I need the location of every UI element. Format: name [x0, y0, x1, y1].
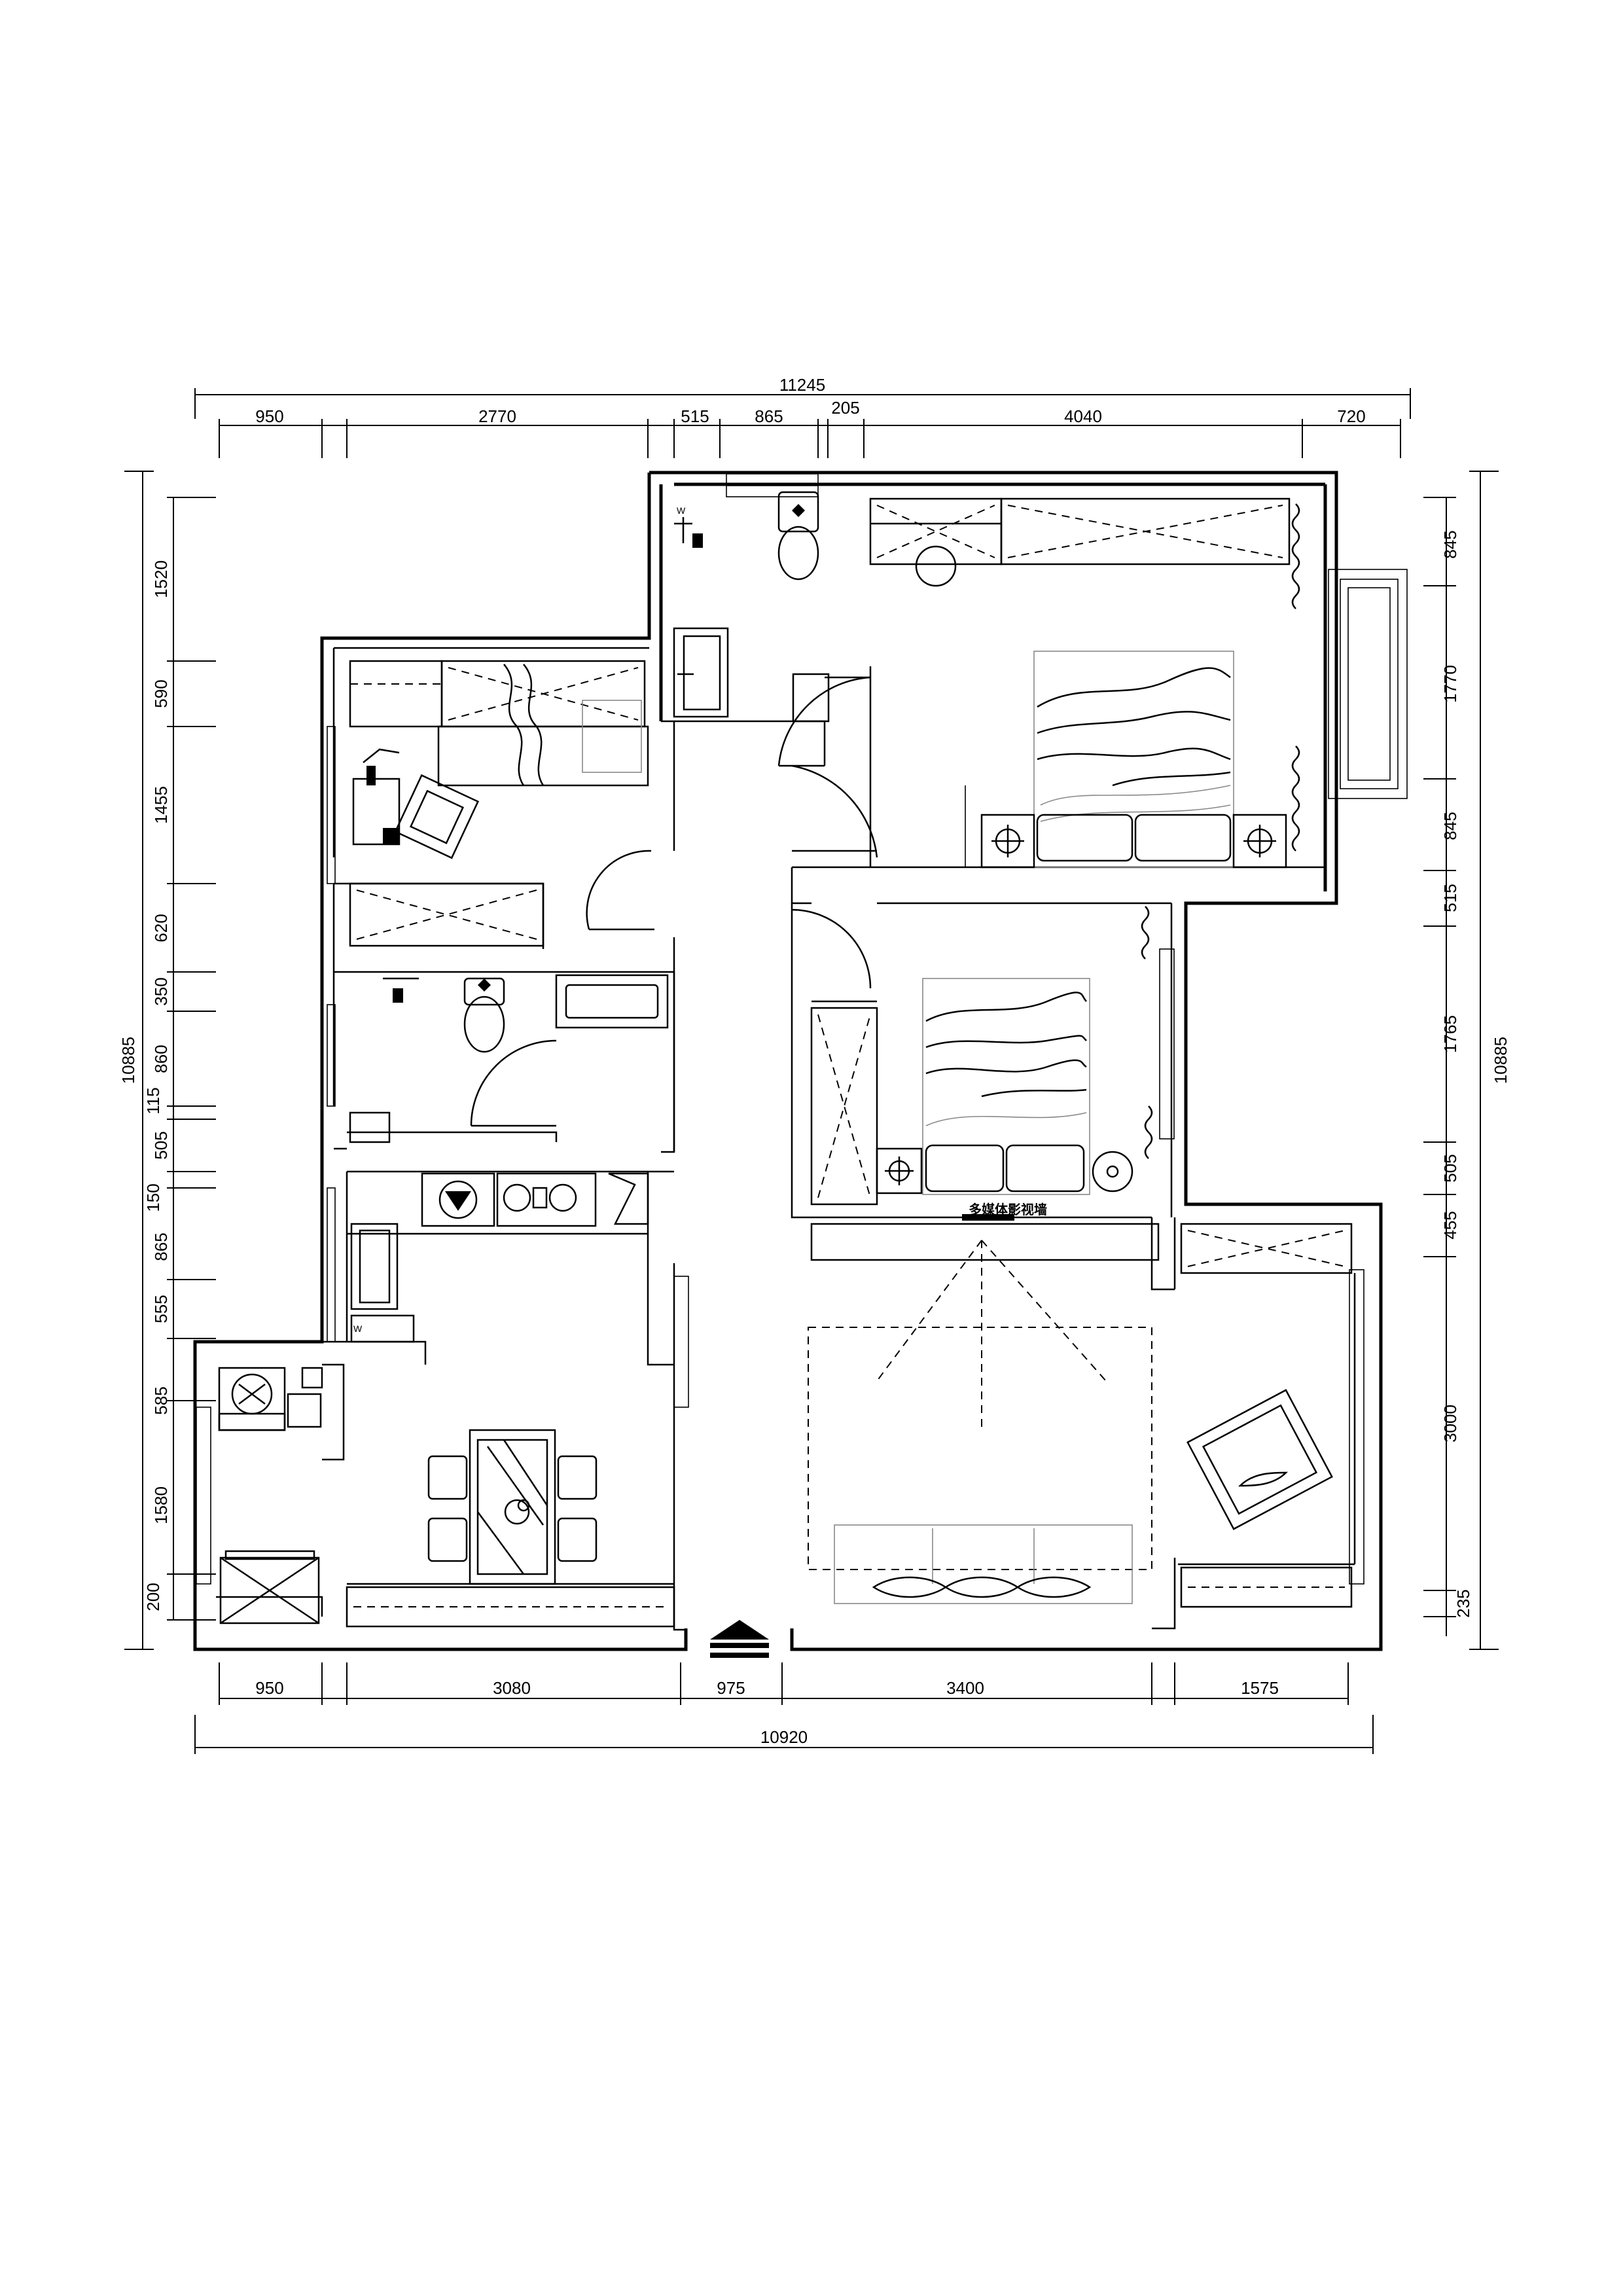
curtain-top: [1291, 503, 1300, 609]
faucet-icon-2: [383, 977, 419, 1003]
range-hood-icon: [421, 1172, 495, 1227]
dim-right-4: 515: [1440, 884, 1460, 912]
washing-machine-icon: [218, 1367, 286, 1431]
dim-top-6: 4040: [1064, 406, 1102, 426]
fridge-icon: [350, 1223, 399, 1310]
nightstand-right: [1232, 814, 1287, 869]
kitchen: W: [218, 1172, 675, 1628]
faucet-icon: [674, 517, 703, 548]
vanity-icon: [555, 974, 669, 1029]
dim-right-8: 3000: [1440, 1405, 1460, 1443]
dim-left-6: 860: [151, 1045, 171, 1073]
desk-chair-icon: [394, 774, 480, 859]
entrance-arrow-icon: [710, 1620, 769, 1658]
dim-left-2: 590: [151, 679, 171, 708]
dim-bottom-2: 3080: [493, 1678, 531, 1698]
dim-bottom-1: 950: [255, 1678, 283, 1698]
study-room: [349, 660, 649, 947]
second-bathroom: [349, 974, 669, 1143]
wardrobe-1: [869, 497, 1003, 565]
dim-left-9: 150: [143, 1183, 163, 1211]
sink-icon: [673, 627, 729, 718]
nightstand-3: [876, 1147, 923, 1194]
stool-icon: [915, 545, 957, 587]
dim-top-7: 720: [1337, 406, 1365, 426]
curtain-2-bottom: [1144, 1105, 1153, 1159]
master-bedroom: [869, 497, 1300, 869]
dim-left-4: 620: [151, 914, 171, 942]
dining-chairs: [427, 1455, 597, 1562]
dim-left-12: 585: [151, 1386, 171, 1414]
dim-left-13: 1580: [151, 1486, 171, 1524]
washer-mark-2: W: [353, 1323, 363, 1334]
double-bed-2: [922, 978, 1090, 1195]
dimension-top: 11245 950 2770 515 865 205 4040 720: [194, 375, 1411, 458]
dining-table: [469, 1429, 556, 1585]
interior-walls: [216, 647, 1356, 1631]
dim-bottom-4: 3400: [946, 1678, 984, 1698]
curtain-bottom: [1291, 745, 1300, 852]
dim-top-1: 950: [255, 406, 283, 426]
dim-right-overall: 10885: [1491, 1037, 1510, 1084]
wardrobe-3: [810, 1007, 878, 1206]
dim-left-8: 505: [151, 1131, 171, 1159]
toilet-icon: [777, 491, 819, 581]
dim-bottom-5: 1575: [1241, 1678, 1279, 1698]
dim-bottom-overall: 10920: [760, 1727, 808, 1747]
dim-left-10: 865: [151, 1232, 171, 1261]
single-bed: [437, 664, 649, 787]
dim-top-2: 2770: [478, 406, 516, 426]
stove-icon: [496, 1172, 597, 1227]
cabinet-living-bottom: [1180, 1566, 1353, 1608]
dim-right-6: 505: [1440, 1154, 1460, 1182]
double-bed: [1033, 651, 1234, 868]
cabinet-living-top: [1180, 1223, 1353, 1274]
wardrobe-2: [1000, 497, 1291, 565]
nightstand-left: [980, 814, 1035, 869]
wardrobe-4: [440, 660, 646, 728]
desk-lamp-icon: [363, 748, 400, 785]
dim-left-7: 115: [143, 1087, 163, 1114]
master-bathroom: W: [673, 491, 830, 723]
cabinet-bottom: [346, 1586, 675, 1628]
dim-right-5: 1765: [1440, 1015, 1460, 1053]
second-bedroom: 多媒体影视墙: [810, 906, 1153, 1221]
armchair: [1186, 1389, 1333, 1530]
dim-left-1: 1520: [151, 560, 171, 598]
washer-mark-1: W: [677, 505, 686, 516]
storage-box-icon: [219, 1550, 320, 1624]
sofa: [834, 1524, 1133, 1604]
dimension-bottom: 950 3080 975 3400 1575 10920: [194, 1662, 1374, 1754]
dim-top-overall: 11245: [779, 375, 825, 395]
curtain-2-top: [1141, 906, 1150, 960]
doors: [470, 676, 878, 1127]
dim-top-4: 865: [755, 406, 783, 426]
dim-left-14: 200: [143, 1583, 163, 1611]
dim-top-3: 515: [681, 406, 709, 426]
wardrobe-5: [349, 882, 544, 947]
living-room: [808, 1223, 1353, 1608]
dim-left-3: 1455: [151, 786, 171, 824]
dim-left-11: 555: [151, 1295, 171, 1323]
dim-right-9: 235: [1454, 1589, 1473, 1617]
dim-right-1: 845: [1440, 530, 1460, 558]
tv-wall-label: 多媒体影视墙: [969, 1202, 1047, 1217]
dim-bottom-3: 975: [717, 1678, 745, 1698]
windows: [196, 473, 1408, 1585]
dim-right-7: 455: [1440, 1211, 1460, 1239]
dim-right-2: 1770: [1440, 665, 1460, 703]
toilet-icon-2: [463, 977, 505, 1053]
outer-walls: [193, 471, 1383, 1651]
dim-top-5: 205: [831, 398, 859, 418]
floor-lamp-icon: [1092, 1151, 1133, 1193]
dim-right-3: 845: [1440, 812, 1460, 840]
dimension-left: 10885 1520 590 1455 620 350 860 115 505 …: [118, 471, 216, 1650]
dimension-right: 845 1770 845 515 1765 505 455 3000 235 1…: [1423, 471, 1510, 1650]
dim-left-5: 350: [151, 977, 171, 1005]
dim-left-overall: 10885: [118, 1037, 138, 1084]
